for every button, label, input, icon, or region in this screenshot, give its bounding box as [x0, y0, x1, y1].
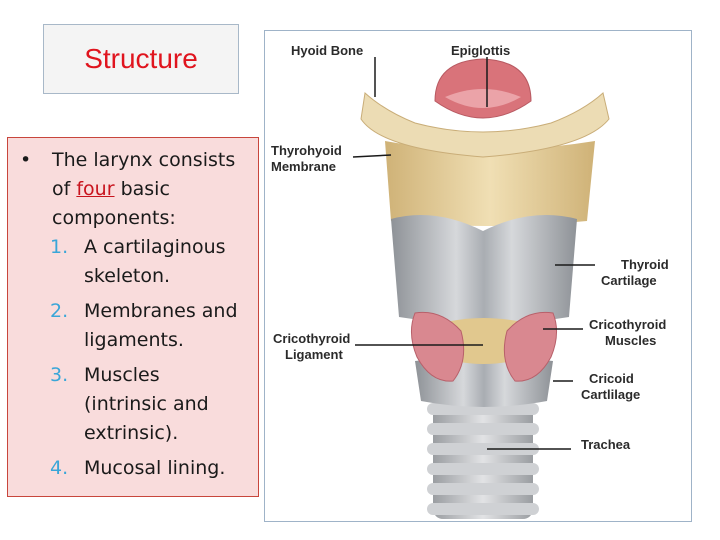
list-text: A cartilaginous skeleton.: [84, 233, 259, 291]
bullet-suffix: basic components:: [52, 178, 176, 229]
list-line: Membranes and: [84, 300, 238, 322]
list-number: 1.: [50, 236, 69, 258]
list-number: 3.: [50, 364, 69, 386]
label-cricoid-1: Cricoid: [589, 371, 634, 386]
thyroid-cartilage-shape: [391, 215, 577, 324]
list-text: Muscles (intrinsic and extrinsic).: [84, 361, 259, 448]
list-line: A cartilaginous: [84, 236, 226, 258]
content-box: • The larynx consists of four basic comp…: [7, 137, 259, 497]
trachea-shape: [427, 391, 539, 519]
label-thyrohyoid-1: Thyrohyoid: [271, 143, 342, 158]
label-cricothyroid-ligament-1: Cricothyroid: [273, 331, 350, 346]
bullet-dot-icon: •: [20, 149, 32, 171]
label-thyroid-1: Thyroid: [621, 257, 669, 272]
list-text: Membranes and ligaments.: [84, 297, 259, 355]
bullet-text: The larynx consists of four basic compon…: [52, 146, 257, 233]
list-line: Muscles: [84, 364, 160, 386]
label-cricothyroid-muscles-1: Cricothyroid: [589, 317, 666, 332]
list-line: (intrinsic and: [84, 393, 209, 415]
epiglottis-shape: [434, 58, 532, 119]
leader-lines: [352, 57, 595, 450]
thyrohyoid-membrane-shape: [385, 141, 595, 226]
list-line: skeleton.: [84, 265, 171, 287]
larynx-diagram: Hyoid Bone Epiglottis Thyrohyoid Membran…: [264, 30, 692, 522]
list-number: 4.: [50, 457, 69, 479]
label-cricothyroid-muscles-2: Muscles: [605, 333, 656, 348]
label-cricothyroid-ligament-2: Ligament: [285, 347, 343, 362]
bullet-emphasis: four: [76, 178, 115, 200]
label-epiglottis: Epiglottis: [451, 43, 510, 58]
label-cricoid-2: Cartlilage: [581, 387, 640, 402]
cricothyroid-muscle-left: [411, 311, 465, 382]
larynx-illustration: Hyoid Bone Epiglottis Thyrohyoid Membran…: [271, 43, 669, 519]
label-thyroid-2: Cartilage: [601, 273, 657, 288]
bullet-prefix: The larynx consists of: [52, 149, 236, 200]
cricothyroid-ligament-shape: [451, 318, 517, 364]
label-thyrohyoid-2: Membrane: [271, 159, 336, 174]
list-line: extrinsic).: [84, 422, 179, 444]
list-line: ligaments.: [84, 329, 184, 351]
slide-title: Structure: [84, 43, 198, 74]
label-trachea: Trachea: [581, 437, 631, 452]
title-box: Structure: [43, 24, 239, 94]
label-hyoid-bone: Hyoid Bone: [291, 43, 363, 58]
list-line: Mucosal lining.: [84, 457, 226, 479]
list-number: 2.: [50, 300, 69, 322]
hyoid-bone-shape: [360, 92, 610, 158]
list-text: Mucosal lining.: [84, 454, 259, 483]
